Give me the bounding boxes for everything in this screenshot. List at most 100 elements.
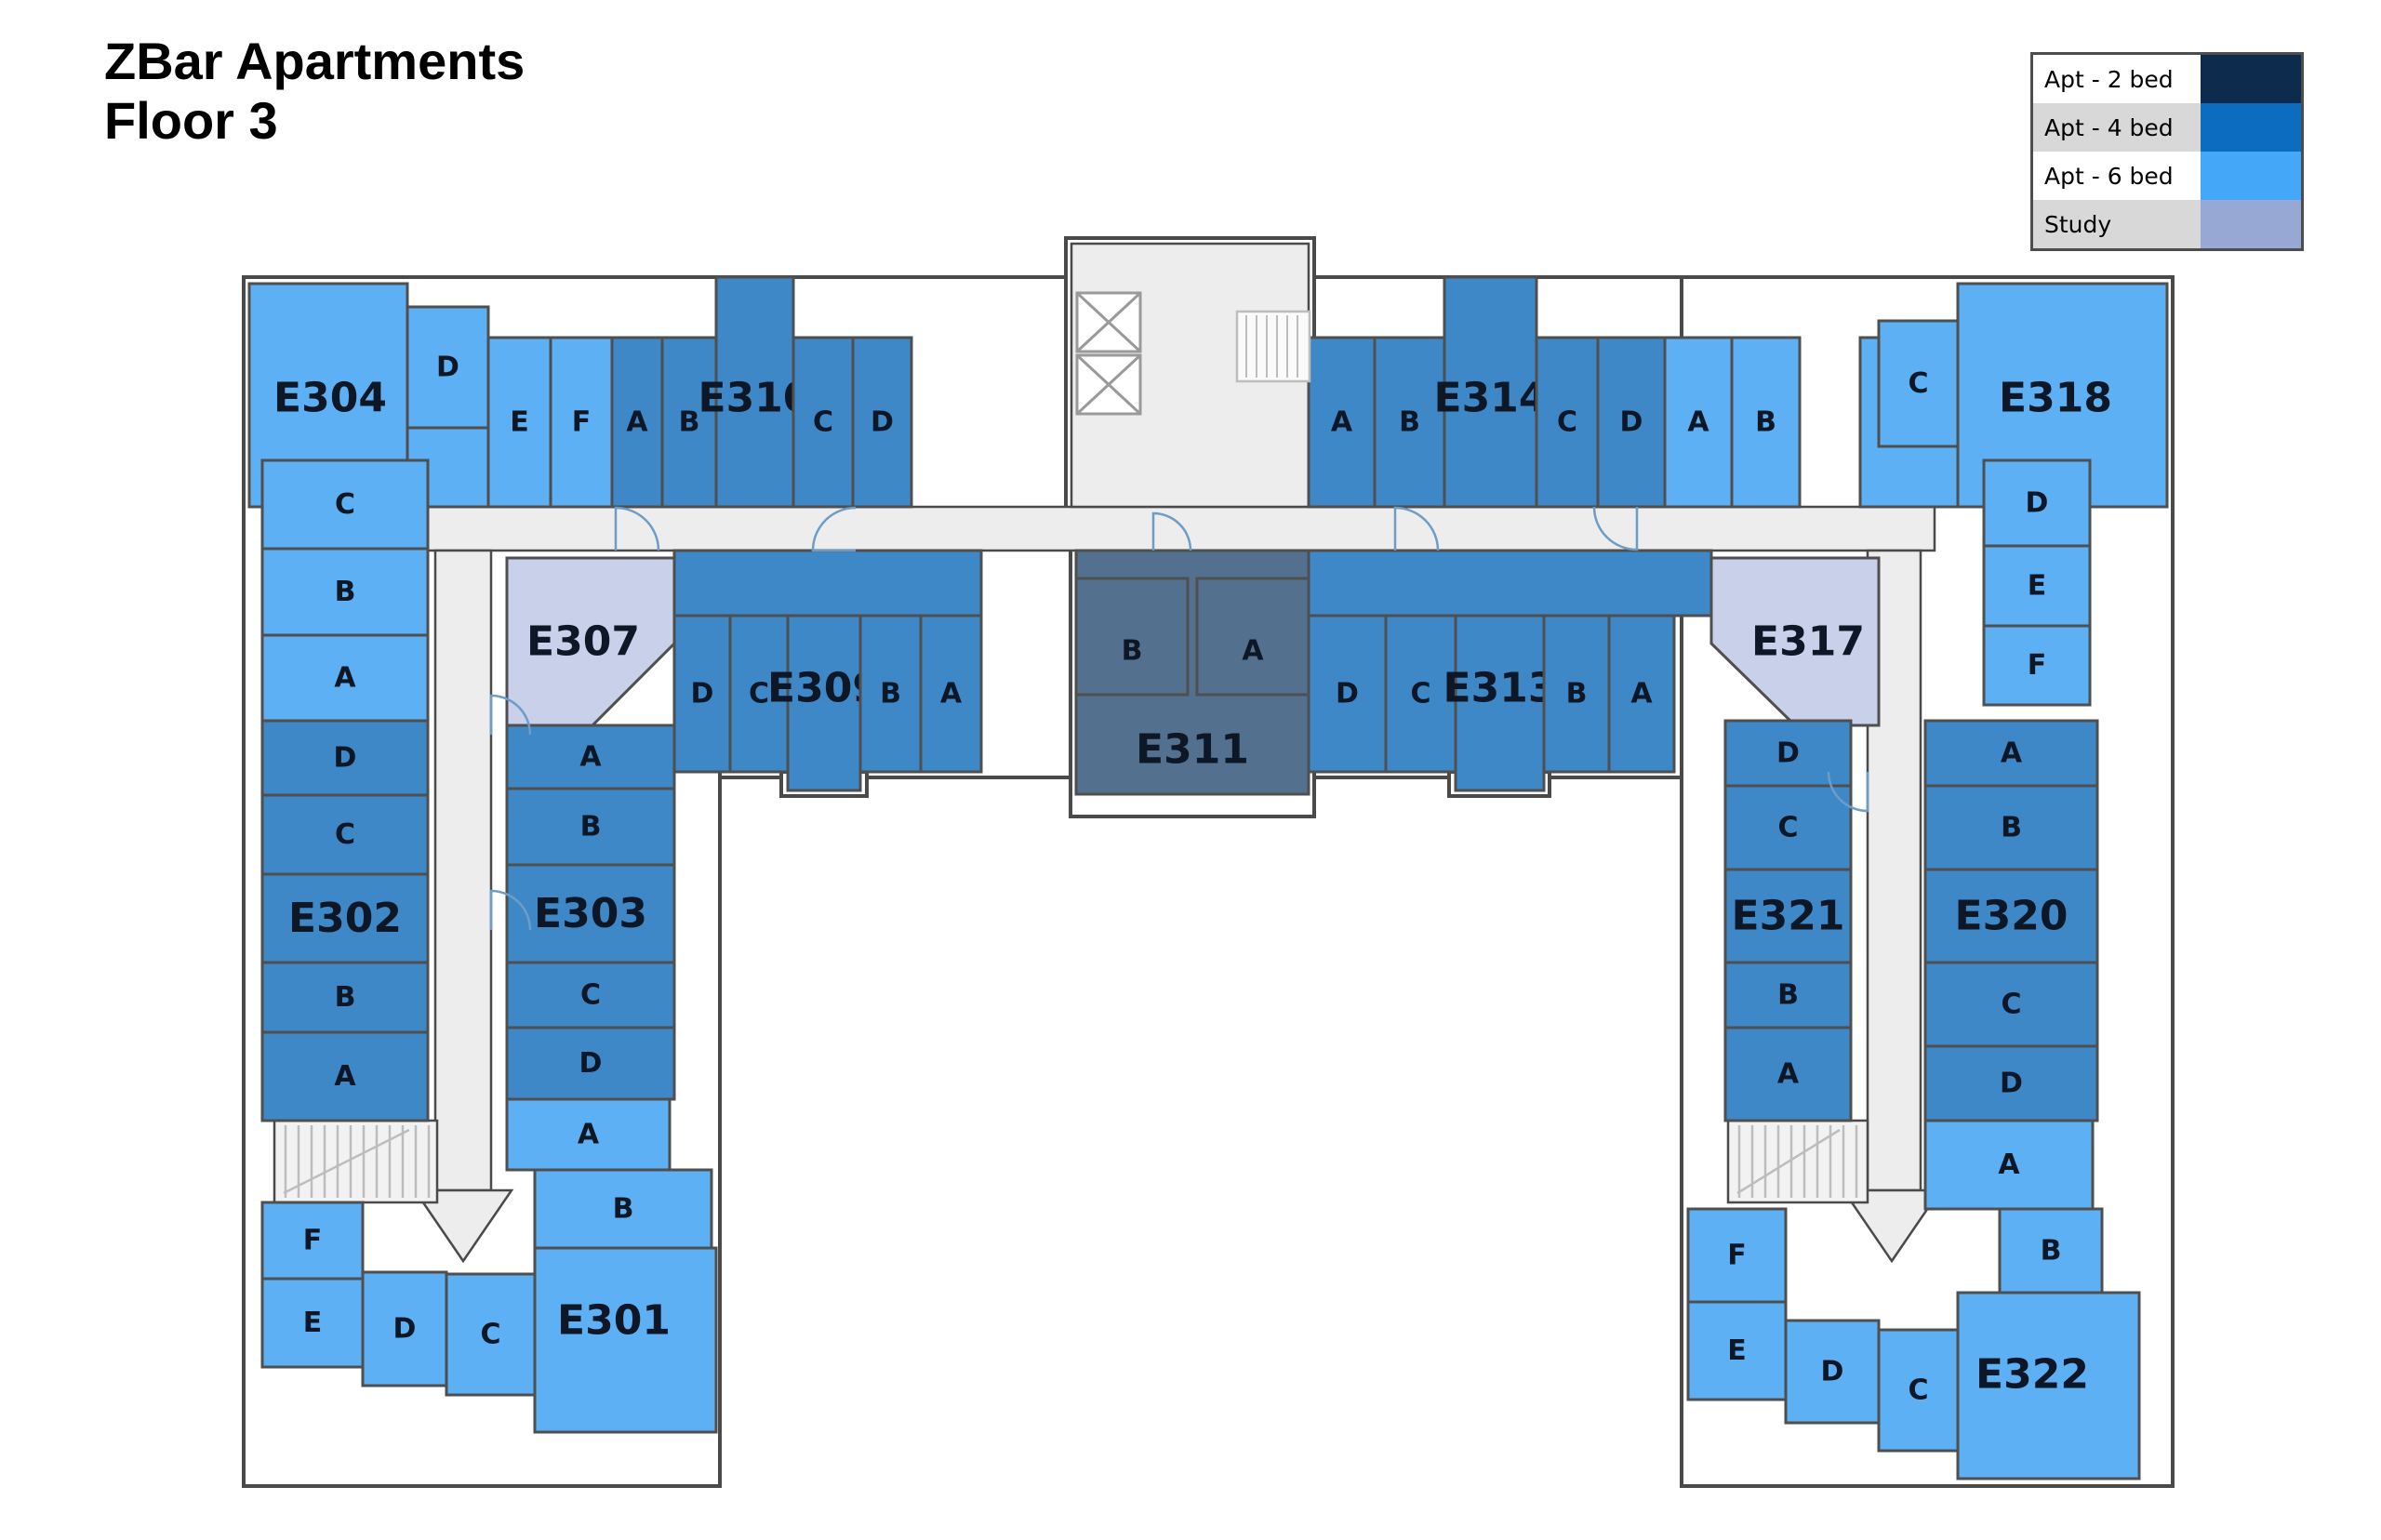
room-E [486,336,552,509]
room-label-D: D [2026,487,2049,520]
room-label-A: A [334,1060,356,1093]
room-B [1923,784,2099,871]
room-label-A: A [1630,678,1653,710]
page-title: ZBar Apartments Floor 3 [104,32,525,151]
room-E301 [533,1246,718,1434]
room-area-3 [1307,549,1713,617]
legend-swatch [2201,103,2301,152]
room-C [1384,614,1457,774]
room-label-D: D [691,678,714,710]
stair-rail [283,1128,410,1195]
room-label-B: B [613,1193,634,1226]
door-arc [1393,506,1440,551]
room-E303 [505,863,676,964]
room-label-D: D [334,742,357,775]
room-B [1730,336,1802,509]
room-label-A: A [1687,406,1709,439]
room-A [260,1030,430,1122]
room-C [1723,784,1853,871]
room-D [361,1270,448,1387]
room-label-D: D [1776,737,1800,770]
door-arc [1151,511,1192,551]
room-D [505,1026,676,1101]
legend-swatch [2201,55,2301,103]
room-A [260,633,430,723]
legend-label: Apt - 6 bed [2044,162,2174,190]
room-label-F: F [572,406,592,439]
room-A [1195,577,1310,697]
legend-label: Study [2044,210,2112,238]
room-label-E311: E311 [1136,726,1249,774]
door-arc [1827,771,1869,813]
room-D [851,336,913,509]
legend-item-0: Apt - 2 bed [2033,55,2301,103]
room-label-E301: E301 [557,1297,671,1345]
room-C [728,614,790,774]
room-F [260,1201,365,1281]
legend-item-1: Apt - 4 bed [2033,103,2301,152]
room-label-B: B [2001,812,2022,844]
room-label-B: B [335,576,356,608]
room-C [1535,336,1600,509]
room-A [919,614,983,774]
room-label-C: C [2001,989,2021,1021]
legend-swatch [2201,152,2301,200]
corridor [400,505,1936,552]
room-E320 [1923,868,2099,964]
room-label-B: B [880,678,901,710]
room-E302 [260,872,430,964]
room-label-C: C [335,488,355,521]
room-label-C: C [1410,678,1430,710]
stair-rail [1736,1128,1841,1195]
room-label-D: D [436,352,459,384]
room-C [260,793,430,876]
room-label-B: B [1755,406,1776,439]
room-label-D: D [579,1047,603,1080]
room-label-E304: E304 [273,375,387,422]
room-B [1542,614,1611,774]
room-D [1723,719,1853,788]
room-label-D: D [871,406,894,439]
room-label-A: A [1331,406,1353,439]
room-label-C: C [480,1319,500,1351]
room-label-E314: E314 [1434,375,1548,422]
room-label-B: B [679,406,700,439]
room-D [1982,458,2092,548]
corridor-arrow [1841,1188,1943,1264]
room-label-A: A [2001,737,2023,770]
room-label-E318: E318 [1999,375,2112,422]
room-label-D: D [1821,1356,1844,1388]
door-arc [489,889,532,931]
room-label-E317: E317 [1751,618,1865,666]
room-label-B: B [580,811,602,843]
room-label-C: C [1557,406,1577,439]
room-label-F: F [303,1225,323,1257]
room-D [260,719,430,797]
room-E [1686,1300,1788,1401]
room-F [549,336,614,509]
room-E322 [1956,1291,2141,1480]
room-A [1663,336,1734,509]
corridor-arrow [412,1188,514,1264]
room-label-A: A [1998,1148,2020,1181]
room-label-A: A [940,678,963,710]
room-label-E320: E320 [1955,893,2068,940]
room-label-E: E [1727,1334,1747,1367]
legend-label: Apt - 4 bed [2044,113,2174,141]
room-A [505,1097,672,1172]
room-label-F: F [2028,649,2047,682]
room-label-B: B [1566,678,1588,710]
room-label-C: C [580,979,601,1012]
room-B [1074,577,1190,697]
room-label-D: D [2000,1068,2023,1100]
room-D [672,614,732,774]
building-name: ZBar Apartments [104,32,525,90]
room-E310 [714,275,795,509]
room-label-E: E [510,406,529,439]
door-arc [614,506,660,551]
room-label-C: C [1908,1374,1928,1407]
door-arc [811,506,857,552]
